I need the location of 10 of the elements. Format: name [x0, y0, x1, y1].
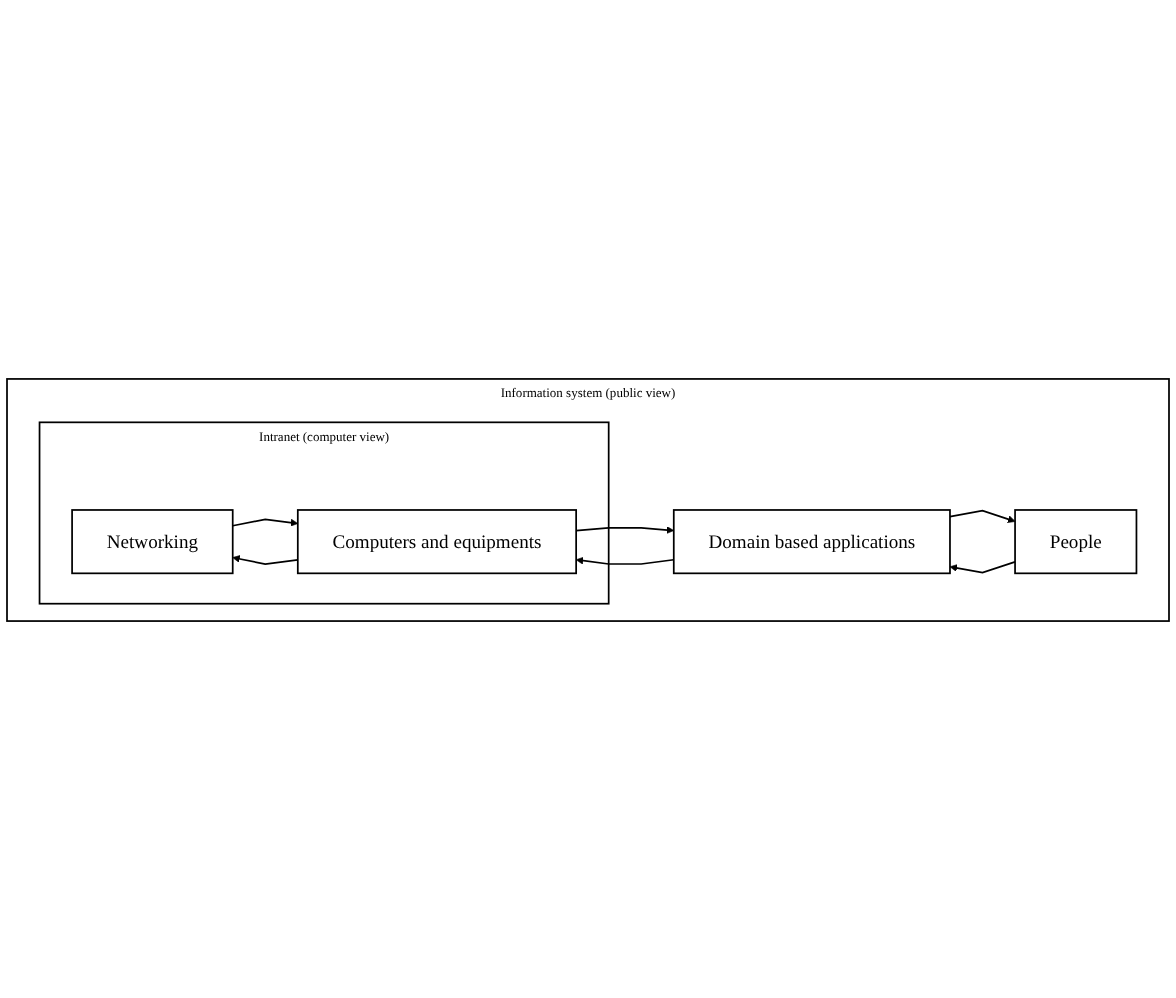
arrow	[949, 508, 1016, 522]
node-box: Domain based applications	[672, 508, 951, 574]
arrow	[575, 525, 675, 533]
node-box: Computers and equipments	[296, 508, 577, 574]
arrow	[949, 560, 1016, 573]
arrow	[231, 517, 299, 526]
node-box: People	[1014, 508, 1138, 574]
arrow	[575, 555, 675, 564]
node-box: Networking	[71, 508, 234, 574]
arrow	[232, 554, 299, 564]
